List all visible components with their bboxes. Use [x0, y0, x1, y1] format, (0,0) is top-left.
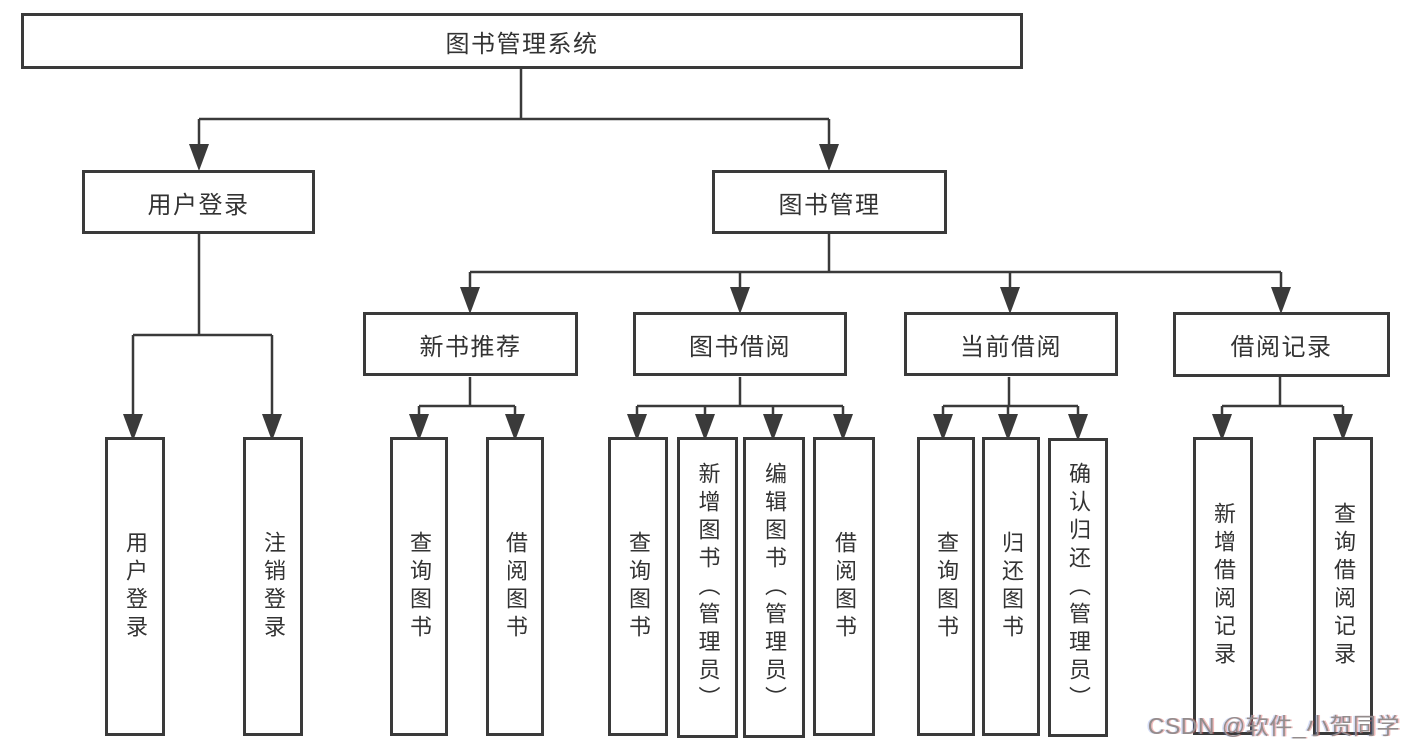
- leaf-borrow-books-1: 借阅图书: [486, 437, 544, 736]
- leaf-borrow-books-2-label: 借阅图书: [832, 530, 857, 643]
- leaf-borrow-books-1-label: 借阅图书: [503, 530, 528, 643]
- node-borrow-records-label: 借阅记录: [1230, 334, 1333, 361]
- node-current-borrow-label: 当前借阅: [960, 333, 1062, 361]
- leaf-add-books-admin-label: 新增图书（管理员）: [695, 461, 721, 714]
- leaf-query-borrow-record-label: 查询借阅记录: [1331, 502, 1356, 670]
- node-root-label: 图书管理系统: [445, 30, 599, 58]
- leaf-return-books: 归还图书: [982, 437, 1040, 736]
- node-root: 图书管理系统: [21, 13, 1023, 69]
- node-book-borrow: 图书借阅: [633, 312, 847, 376]
- csdn-watermark: CSDN @软件_小贺同学: [1147, 713, 1400, 739]
- leaf-query-books-1: 查询图书: [390, 437, 448, 736]
- leaf-edit-books-admin: 编辑图书（管理员）: [743, 437, 805, 738]
- leaf-edit-books-admin-label: 编辑图书（管理员）: [762, 461, 787, 714]
- leaf-add-borrow-record-label: 新增借阅记录: [1211, 502, 1236, 670]
- node-book-management: 图书管理: [712, 170, 947, 234]
- leaf-confirm-return-admin: 确认归还（管理员）: [1048, 438, 1108, 737]
- leaf-query-books-3-label: 查询图书: [934, 530, 959, 643]
- leaf-query-borrow-record: 查询借阅记录: [1313, 437, 1373, 735]
- node-user-login-label: 用户登录: [147, 191, 250, 219]
- node-new-book-recommend: 新书推荐: [363, 312, 578, 376]
- leaf-user-login: 用户登录: [105, 437, 165, 736]
- leaf-confirm-return-admin-label: 确认归还（管理员）: [1066, 461, 1091, 714]
- node-current-borrow: 当前借阅: [904, 312, 1118, 376]
- leaf-logout: 注销登录: [243, 437, 303, 736]
- leaf-add-borrow-record: 新增借阅记录: [1193, 437, 1253, 735]
- leaf-add-books-admin: 新增图书（管理员）: [677, 437, 738, 738]
- leaf-borrow-books-2: 借阅图书: [813, 437, 875, 736]
- node-borrow-records: 借阅记录: [1173, 312, 1390, 377]
- node-user-login: 用户登录: [82, 170, 315, 234]
- node-book-borrow-label: 图书借阅: [689, 333, 791, 361]
- leaf-query-books-2: 查询图书: [608, 437, 668, 736]
- leaf-logout-label: 注销登录: [261, 530, 286, 643]
- leaf-query-books-3: 查询图书: [917, 437, 975, 736]
- leaf-return-books-label: 归还图书: [999, 530, 1024, 643]
- leaf-query-books-1-label: 查询图书: [407, 530, 432, 643]
- leaf-query-books-2-label: 查询图书: [626, 530, 651, 643]
- node-book-management-label: 图书管理: [778, 191, 881, 219]
- node-new-book-recommend-label: 新书推荐: [419, 333, 522, 361]
- leaf-user-login-label: 用户登录: [123, 530, 148, 643]
